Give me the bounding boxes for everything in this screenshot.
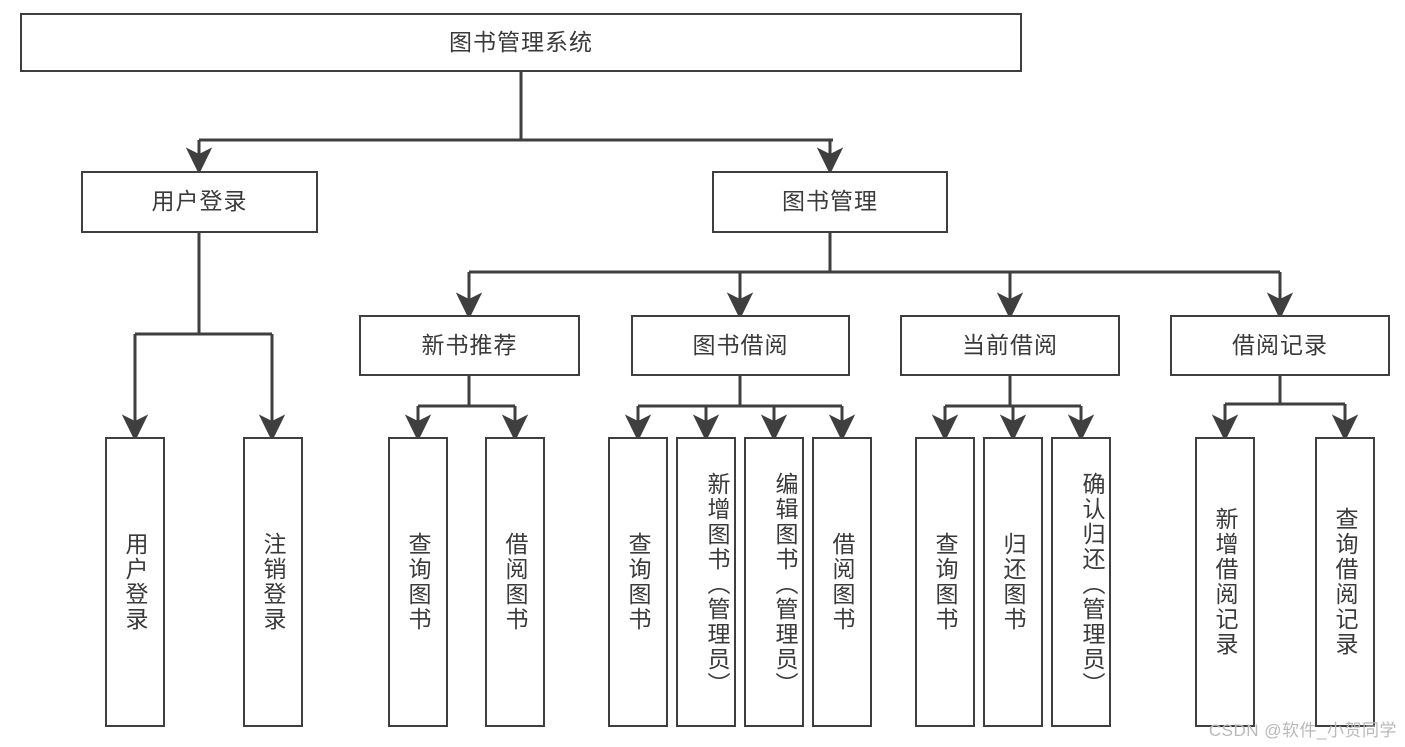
node-label: 借阅图书 <box>502 532 528 632</box>
node-book-manage[interactable]: 图书管理 <box>712 171 948 233</box>
leaf-borrow-book-1[interactable]: 借阅图书 <box>485 437 545 727</box>
node-book-borrow[interactable]: 图书借阅 <box>631 315 850 376</box>
node-label: 查询借阅记录 <box>1332 507 1358 657</box>
node-label: 用户登录 <box>151 188 248 215</box>
node-label: 归还图书 <box>1000 532 1026 632</box>
leaf-query-book-2[interactable]: 查询图书 <box>608 437 668 727</box>
node-new-book-recommend[interactable]: 新书推荐 <box>359 315 580 376</box>
node-label: 编辑图书（管理员） <box>772 471 798 697</box>
leaf-return-book[interactable]: 归还图书 <box>983 437 1043 727</box>
node-label: 查询图书 <box>625 532 651 632</box>
node-current-borrow[interactable]: 当前借阅 <box>900 315 1120 376</box>
node-label: 当前借阅 <box>962 331 1058 358</box>
node-label: 注销登录 <box>260 532 286 632</box>
node-borrow-record[interactable]: 借阅记录 <box>1170 315 1390 376</box>
watermark: CSDN @软件_小贺同学 <box>1208 721 1397 740</box>
node-label: 借阅记录 <box>1232 331 1328 358</box>
leaf-borrow-book-2[interactable]: 借阅图书 <box>812 437 872 727</box>
node-label: 查询图书 <box>405 532 431 632</box>
node-label: 确认归还（管理员） <box>1079 471 1105 697</box>
node-user-login[interactable]: 用户登录 <box>81 171 318 233</box>
node-label: 新增图书（管理员） <box>704 471 730 697</box>
node-label: 新增借阅记录 <box>1212 507 1238 657</box>
leaf-user-login[interactable]: 用户登录 <box>105 437 165 727</box>
leaf-logout-login[interactable]: 注销登录 <box>243 437 303 727</box>
node-label: 图书管理 <box>782 188 878 215</box>
leaf-add-book[interactable]: 新增图书（管理员） <box>676 437 736 727</box>
node-label: 图书管理系统 <box>449 28 593 55</box>
leaf-edit-book[interactable]: 编辑图书（管理员） <box>744 437 804 727</box>
node-label: 查询图书 <box>932 532 958 632</box>
leaf-confirm-return[interactable]: 确认归还（管理员） <box>1051 437 1111 727</box>
node-root[interactable]: 图书管理系统 <box>20 13 1022 72</box>
node-label: 用户登录 <box>122 532 148 632</box>
node-label: 图书借阅 <box>692 331 789 358</box>
leaf-query-record[interactable]: 查询借阅记录 <box>1315 437 1375 727</box>
leaf-query-book-1[interactable]: 查询图书 <box>388 437 448 727</box>
leaf-query-book-3[interactable]: 查询图书 <box>915 437 975 727</box>
node-label: 新书推荐 <box>421 331 518 358</box>
leaf-add-record[interactable]: 新增借阅记录 <box>1195 437 1255 727</box>
node-label: 借阅图书 <box>829 532 855 632</box>
